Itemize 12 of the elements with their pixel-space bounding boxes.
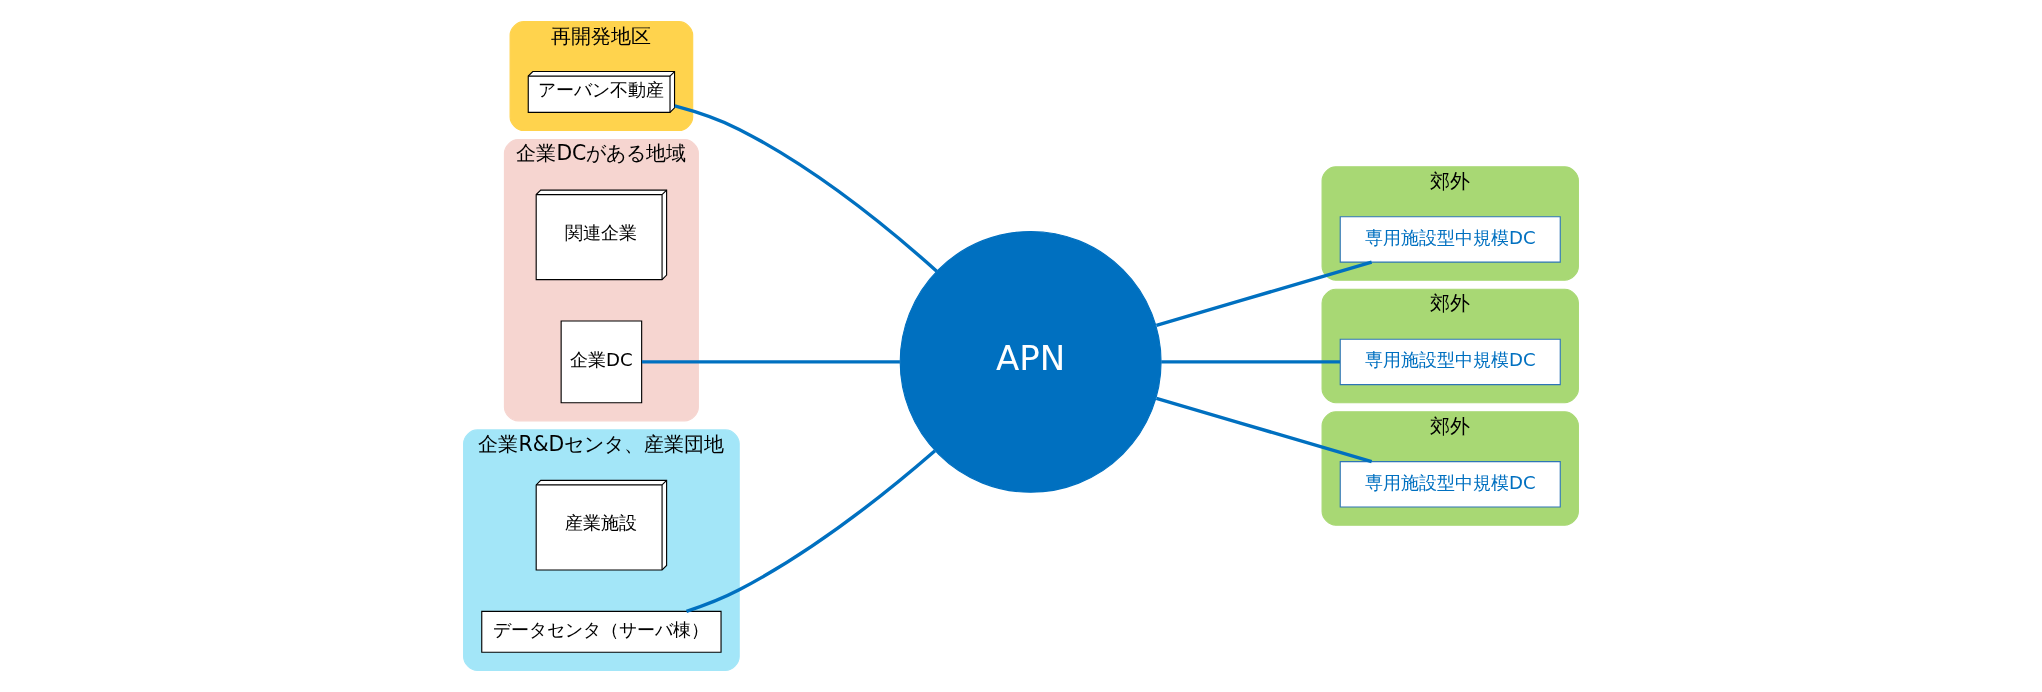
node-box: 専用施設型中規模DC (1339, 338, 1561, 386)
connector (685, 449, 937, 613)
connector (1155, 260, 1373, 327)
connector (1161, 360, 1340, 364)
node-circle: APN (899, 230, 1162, 493)
node-box: 企業DC (560, 320, 643, 404)
connector (641, 360, 900, 364)
connector (674, 104, 938, 273)
node-box: 専用施設型中規模DC (1339, 461, 1561, 508)
node-box: 専用施設型中規模DC (1339, 216, 1561, 263)
node-box: データセンタ（サーバ棟） (481, 610, 722, 653)
connector (1155, 396, 1373, 464)
